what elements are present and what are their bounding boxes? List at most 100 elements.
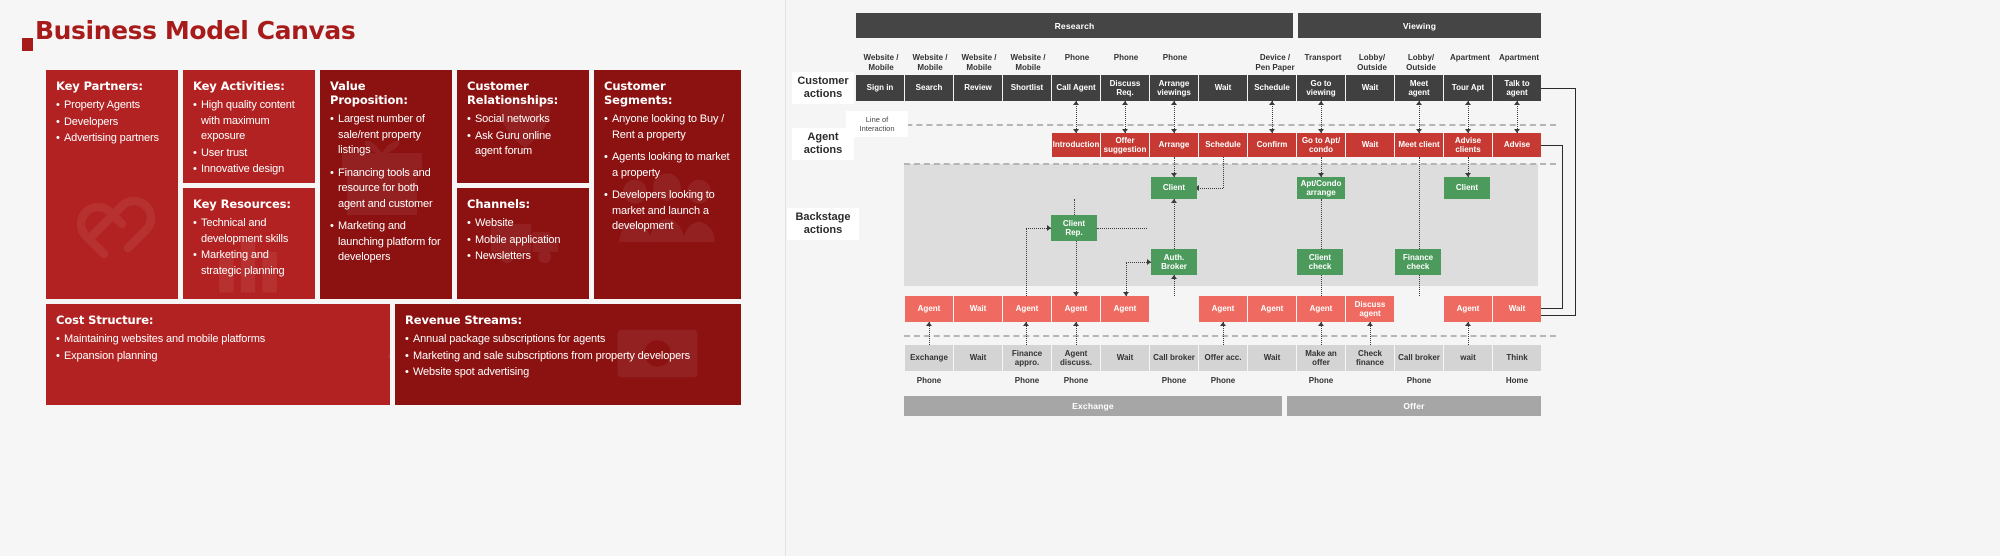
connector-agent-backstage [1321, 157, 1322, 177]
support-agent-3[interactable]: Agent [1052, 296, 1100, 322]
block-heading: Customer Segments: [604, 79, 673, 107]
channel-line1: Apartment [1449, 53, 1490, 62]
bottom-wait-1[interactable]: Wait [954, 345, 1002, 371]
bottom-channel-label: Phone [1297, 376, 1345, 386]
agent-action-introduction[interactable]: Introduction [1052, 133, 1100, 157]
block-customer-relationships[interactable]: Customer Relationships: Social networks … [457, 70, 589, 183]
agent-action-schedule[interactable]: Schedule [1199, 133, 1247, 157]
backstage-client-1[interactable]: Client [1151, 177, 1197, 199]
list-item: Website spot advertising [405, 365, 731, 381]
channel-label: Device / Pen Paper [1244, 53, 1306, 73]
block-customer-segments[interactable]: Customer Segments: Anyone looking to Buy… [594, 70, 741, 299]
bottom-make-an-offer[interactable]: Make an offer [1297, 345, 1345, 371]
block-heading: Revenue Streams: [405, 313, 522, 327]
connector-customer-agent [1517, 101, 1518, 133]
phase-bar-viewing[interactable]: Viewing [1298, 13, 1541, 38]
support-wait-2[interactable]: Wait [1493, 296, 1541, 322]
node-line1: Schedule [1205, 140, 1241, 150]
support-discuss-agent[interactable]: Discuss agent [1346, 296, 1394, 322]
customer-action-go-to-viewing[interactable]: Go to viewing [1297, 75, 1345, 101]
bottom-call-broker-2[interactable]: Call broker [1395, 345, 1443, 371]
connector-support-bottom [1468, 322, 1469, 345]
connector-support-bottom [1321, 322, 1322, 345]
block-channels[interactable]: Channels: Website Mobile application New… [457, 188, 589, 299]
block-key-resources[interactable]: Key Resources: Technical and development… [183, 188, 315, 299]
list-item: Advertising partners [56, 131, 168, 147]
bottom-agent-discuss[interactable]: Agent discuss. [1052, 345, 1100, 371]
agent-action-confirm[interactable]: Confirm [1248, 133, 1296, 157]
arrow-up-icon [1122, 101, 1128, 105]
customer-action-wait-1[interactable]: Wait [1199, 75, 1247, 101]
customer-action-shortlist[interactable]: Shortlist [1003, 75, 1051, 101]
block-key-partners[interactable]: Key Partners: Property Agents Developers… [46, 70, 178, 299]
backstage-client-rep[interactable]: Client Rep. [1051, 215, 1097, 241]
bottom-call-broker-1[interactable]: Call broker [1150, 345, 1198, 371]
customer-action-schedule[interactable]: Schedule [1248, 75, 1296, 101]
node-line1: Meet client [1398, 140, 1440, 150]
backstage-auth-broker[interactable]: Auth. Broker [1151, 249, 1197, 275]
block-cost-structure[interactable]: Cost Structure: Maintaining websites and… [46, 304, 390, 405]
bottom-wait-2[interactable]: Wait [1101, 345, 1149, 371]
agent-action-go-to-apt-condo[interactable]: Go to Apt/ condo [1297, 133, 1345, 157]
arrow-up-icon [926, 322, 932, 326]
channel-line1: Phone [1210, 376, 1236, 385]
node-line2: Rep. [1065, 228, 1083, 237]
service-blueprint-pane: Research Viewing Customer actions Agent … [785, 0, 2000, 556]
node-line1: Discuss [1354, 299, 1386, 309]
support-agent-6[interactable]: Agent [1248, 296, 1296, 322]
customer-action-review[interactable]: Review [954, 75, 1002, 101]
phase-bar-exchange[interactable]: Exchange [904, 396, 1282, 416]
agent-action-wait[interactable]: Wait [1346, 133, 1394, 157]
phase-bar-research[interactable]: Research [856, 13, 1293, 38]
customer-action-arrange-viewings[interactable]: Arrange viewings [1150, 75, 1198, 101]
channel-line1: Apartment [1498, 53, 1539, 62]
block-key-activities[interactable]: Key Activities: High quality content wit… [183, 70, 315, 183]
customer-action-talk-to-agent[interactable]: Talk to agent [1493, 75, 1541, 101]
loopback-connector-agent [1541, 145, 1563, 309]
agent-action-advise[interactable]: Advise [1493, 133, 1541, 157]
support-agent-1[interactable]: Agent [905, 296, 953, 322]
arrow-up-icon [1318, 322, 1324, 326]
customer-action-wait-2[interactable]: Wait [1346, 75, 1394, 101]
customer-action-tour-apt[interactable]: Tour Apt [1444, 75, 1492, 101]
backstage-client-2[interactable]: Client [1444, 177, 1490, 199]
support-agent-7[interactable]: Agent [1297, 296, 1345, 322]
block-value-proposition[interactable]: Value Proposition: Largest number of sal… [320, 70, 452, 299]
row-label-line2: actions [803, 88, 843, 100]
backstage-client-check[interactable]: Client check [1297, 249, 1343, 275]
bottom-finance-appro[interactable]: Finance appro. [1003, 345, 1051, 371]
bottom-wait-4[interactable]: wait [1444, 345, 1492, 371]
customer-action-discuss-req[interactable]: Discuss Req. [1101, 75, 1149, 101]
node-line2: suggestion [1103, 145, 1147, 154]
support-agent-2[interactable]: Agent [1003, 296, 1051, 322]
agent-action-offer-suggestion[interactable]: Offer suggestion [1101, 133, 1149, 157]
customer-action-call-agent[interactable]: Call Agent [1052, 75, 1100, 101]
customer-action-sign-in[interactable]: Sign in [856, 75, 904, 101]
bottom-check-finance[interactable]: Check finance [1346, 345, 1394, 371]
bottom-think[interactable]: Think [1493, 345, 1541, 371]
bottom-exchange[interactable]: Exchange [905, 345, 953, 371]
node-line1: Advise [1454, 135, 1482, 145]
connector-auth-broker-up [1174, 199, 1175, 249]
backstage-finance-check[interactable]: Finance check [1395, 249, 1441, 275]
agent-action-meet-client[interactable]: Meet client [1395, 133, 1443, 157]
bottom-wait-3[interactable]: Wait [1248, 345, 1296, 371]
phase-bar-offer[interactable]: Offer [1287, 396, 1541, 416]
support-wait-1[interactable]: Wait [954, 296, 1002, 322]
support-agent-4[interactable]: Agent [1101, 296, 1149, 322]
customer-action-search[interactable]: Search [905, 75, 953, 101]
support-agent-5[interactable]: Agent [1199, 296, 1247, 322]
agent-action-arrange[interactable]: Arrange [1150, 133, 1198, 157]
backstage-apt-condo-arrange[interactable]: Apt/Condo arrange [1297, 177, 1345, 199]
node-line2: offer [1312, 358, 1330, 367]
list-item: Largest number of sale/rent property lis… [330, 112, 442, 159]
bottom-offer-acc[interactable]: Offer acc. [1199, 345, 1247, 371]
channel-line1: Website / [912, 53, 948, 62]
support-agent-8[interactable]: Agent [1444, 296, 1492, 322]
customer-action-meet-agent[interactable]: Meet agent [1395, 75, 1443, 101]
block-list: Social networks Ask Guru online agent fo… [467, 112, 579, 160]
channel-line1: Phone [1161, 376, 1187, 385]
channel-line1: Website / [1010, 53, 1046, 62]
agent-action-advise-clients[interactable]: Advise clients [1444, 133, 1492, 157]
block-revenue-streams[interactable]: Revenue Streams: Annual package subscrip… [395, 304, 741, 405]
